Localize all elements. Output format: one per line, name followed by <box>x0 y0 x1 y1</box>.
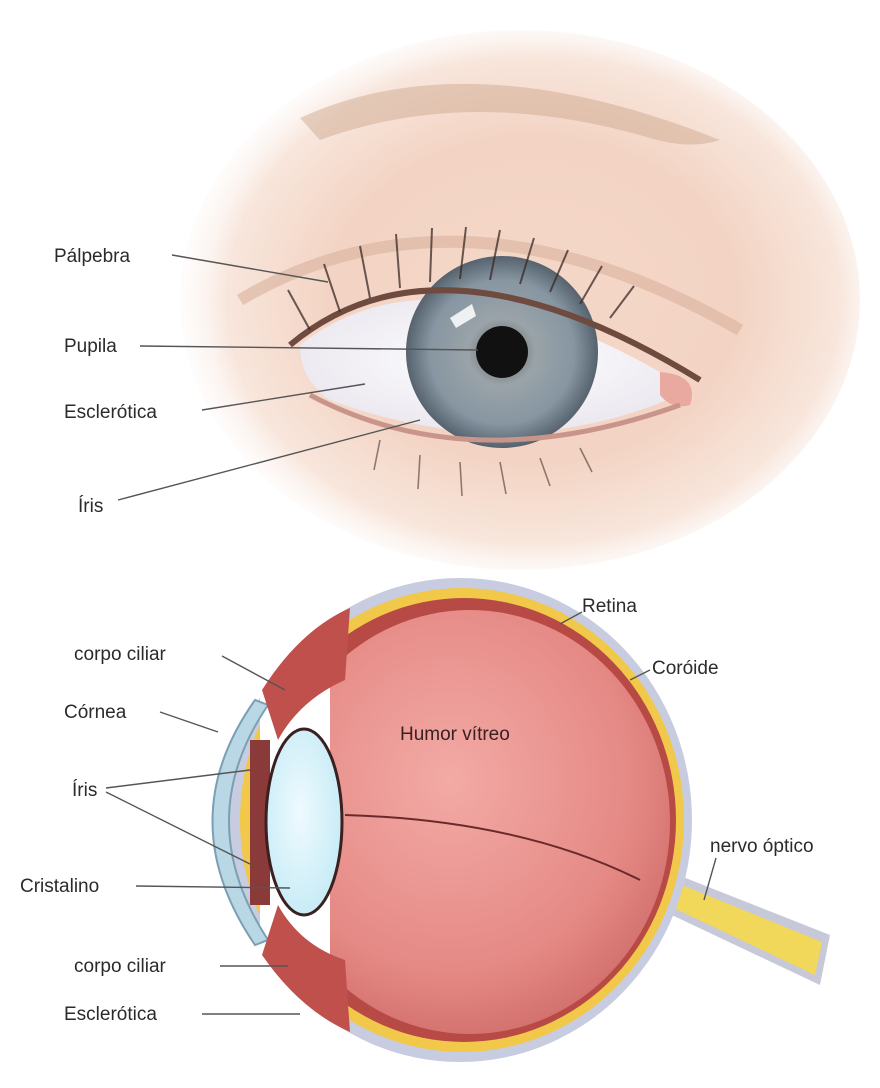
label-retina: Retina <box>582 596 637 617</box>
lens <box>266 729 342 915</box>
label-pupila: Pupila <box>64 336 117 357</box>
eye-cross-section: Retina Coróide corpo ciliar Córnea Humor… <box>20 578 830 1062</box>
pupil <box>476 326 528 378</box>
label-iris-section: Íris <box>72 780 97 801</box>
label-palpebra: Pálpebra <box>54 246 130 267</box>
label-esclerotica-section: Esclerótica <box>64 1004 157 1025</box>
label-coroide: Coróide <box>652 658 719 679</box>
external-eye-illustration: Pálpebra Pupila Esclerótica Íris <box>54 30 860 570</box>
label-corpo-ciliar-bottom: corpo ciliar <box>74 956 167 977</box>
label-cristalino: Cristalino <box>20 876 99 897</box>
label-iris-external: Íris <box>78 496 103 517</box>
label-corpo-ciliar-top: corpo ciliar <box>74 644 167 665</box>
label-nervo-optico: nervo óptico <box>710 836 814 857</box>
label-humor-vitreo: Humor vítreo <box>400 724 510 745</box>
leader-cornea <box>160 712 218 732</box>
label-cornea: Córnea <box>64 702 127 723</box>
label-esclerotica-external: Esclerótica <box>64 402 157 423</box>
